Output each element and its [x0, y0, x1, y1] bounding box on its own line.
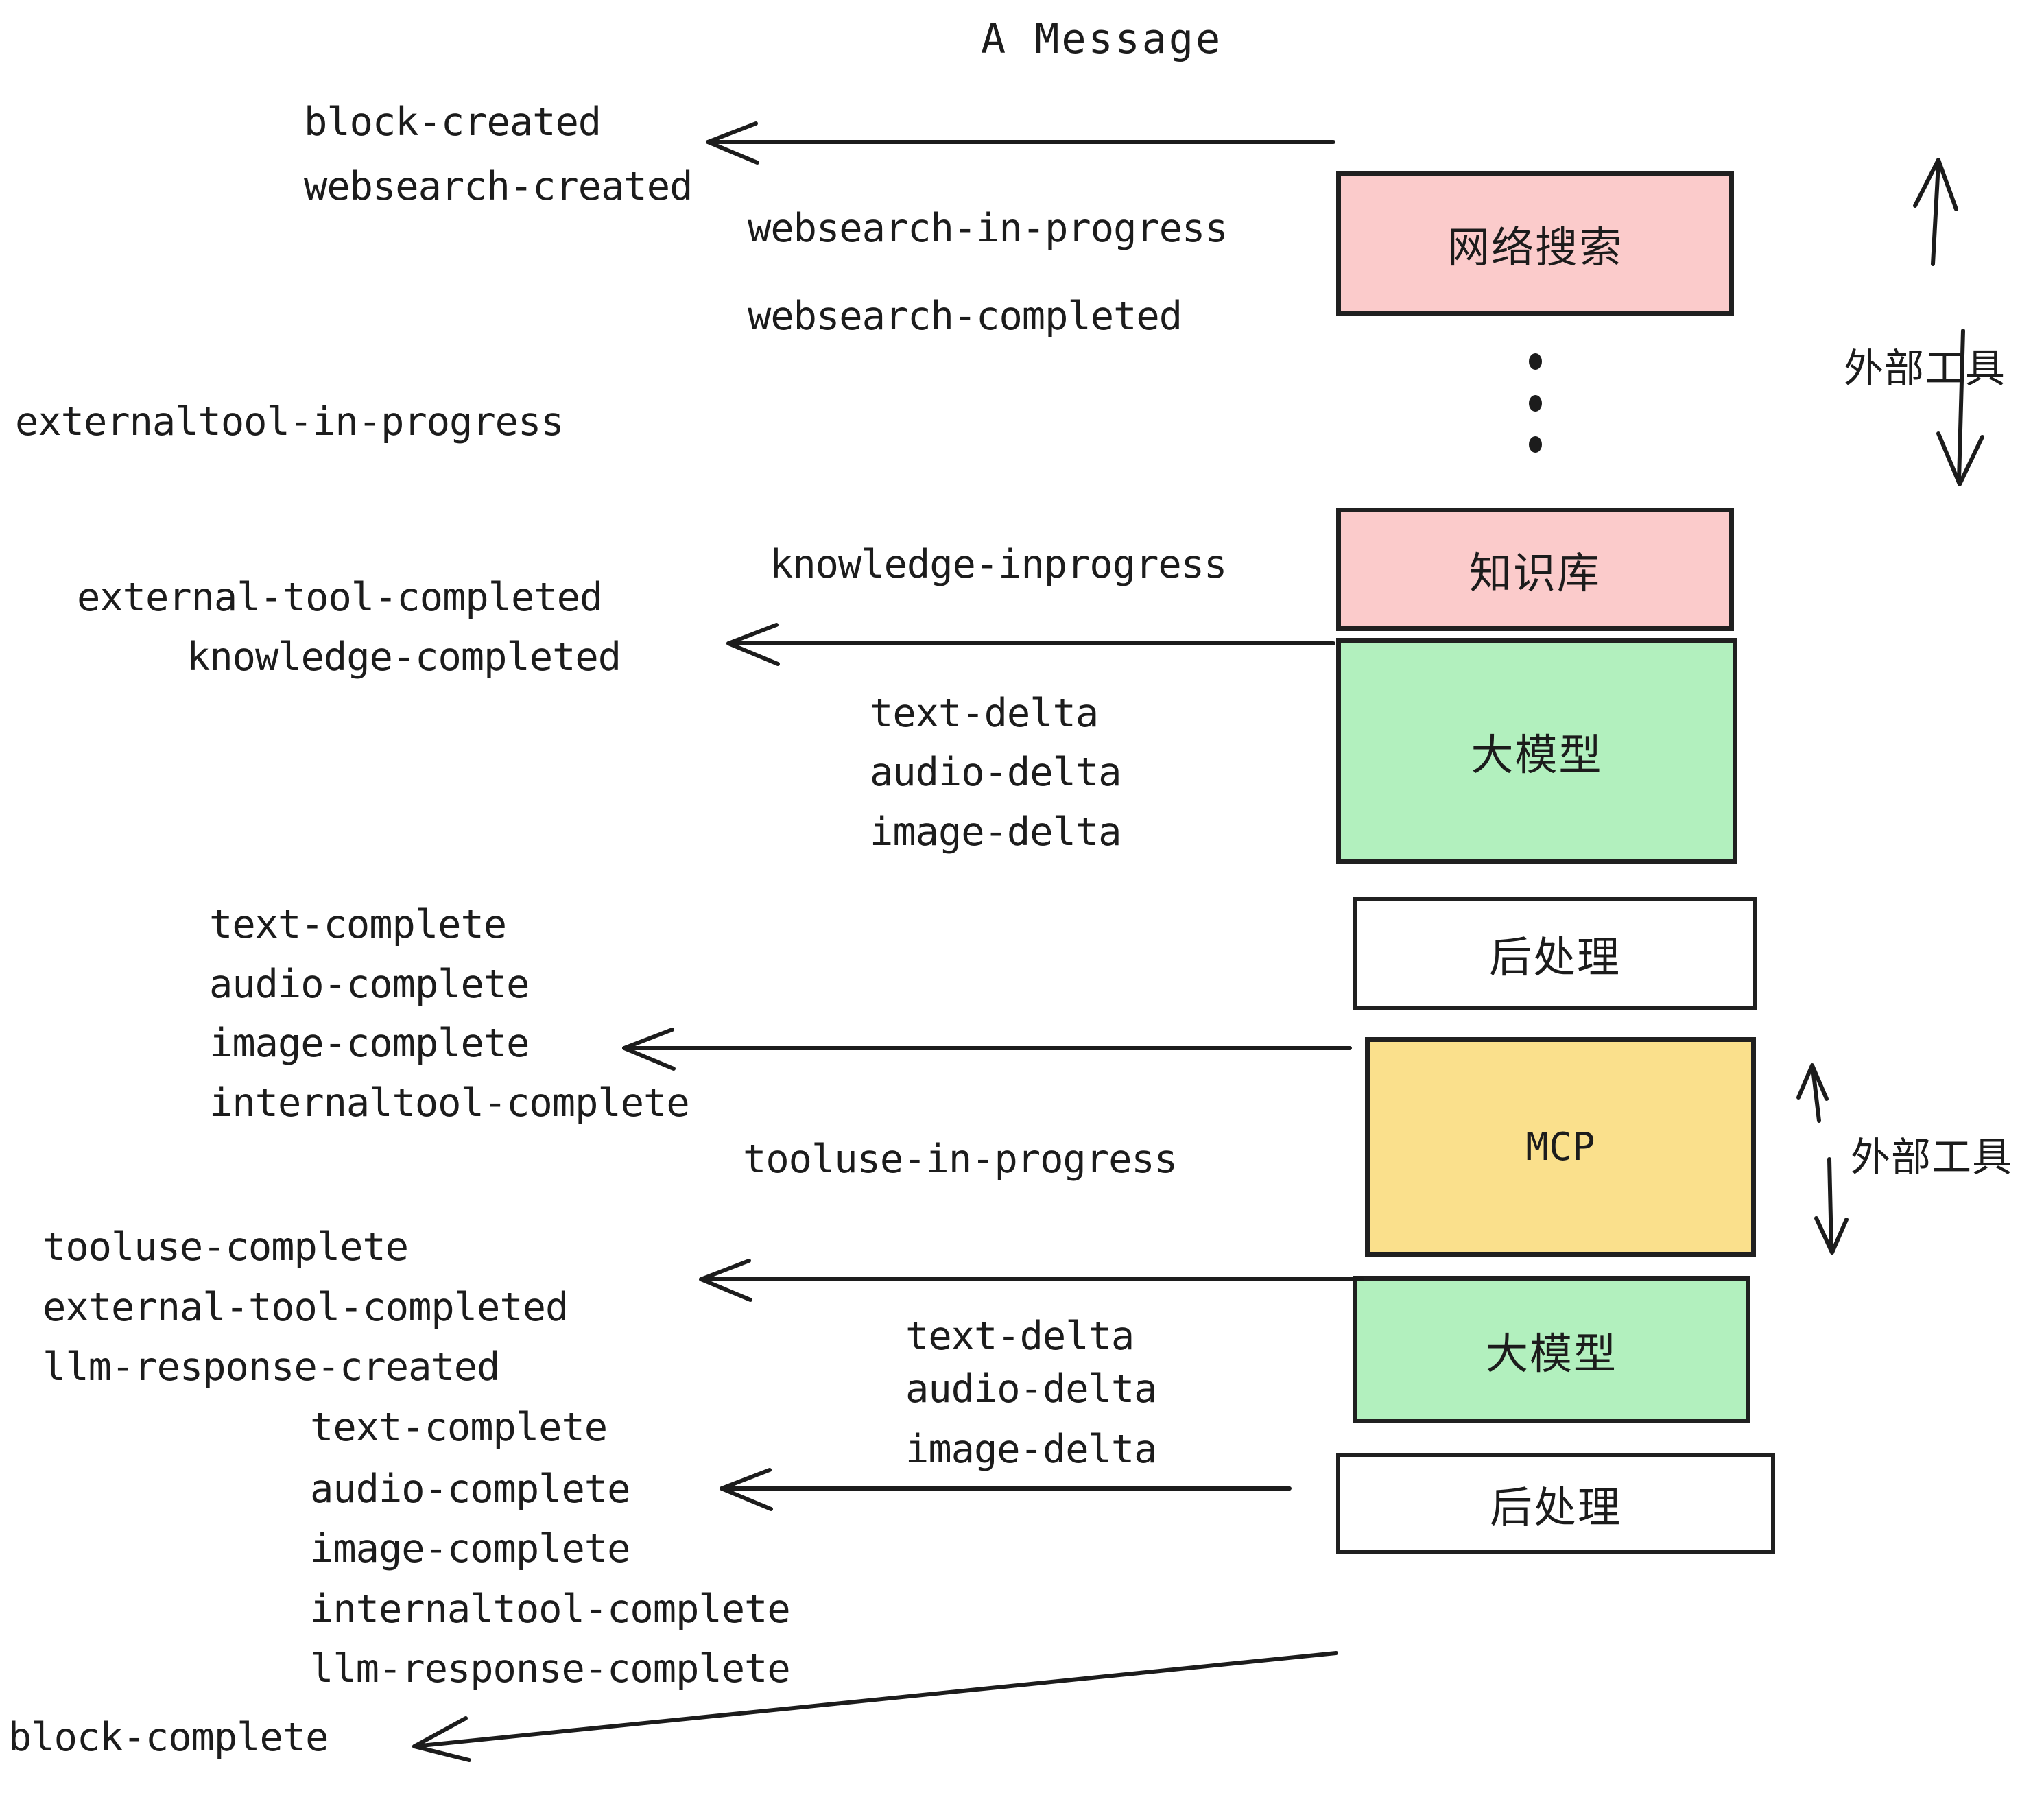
event-label-internaltool-complete-2: internaltool-complete: [310, 1587, 791, 1632]
event-label-text-complete-2: text-complete: [310, 1405, 608, 1450]
event-label-knowledge-completed: knowledge-completed: [187, 634, 621, 680]
vertical-ellipsis-icon: [1528, 353, 1542, 453]
event-label-llm-response-complete: llm-response-complete: [310, 1646, 791, 1692]
event-label-knowledge-inprogress: knowledge-inprogress: [770, 542, 1227, 587]
node-llm-2-label: 大模型: [1485, 1328, 1617, 1379]
event-label-image-complete-2: image-complete: [310, 1526, 630, 1571]
node-websearch-label: 网络搜索: [1447, 222, 1623, 272]
event-label-websearch-completed: websearch-completed: [748, 294, 1183, 339]
event-label-externaltool-in-progress: externaltool-in-progress: [15, 399, 565, 444]
event-label-image-delta-1: image-delta: [870, 809, 1121, 855]
node-llm-2[interactable]: 大模型: [1353, 1276, 1750, 1423]
event-label-audio-delta-2: audio-delta: [905, 1366, 1157, 1412]
event-label-internaltool-complete-1: internaltool-complete: [209, 1080, 690, 1126]
event-label-websearch-created: websearch-created: [304, 164, 693, 209]
event-label-image-delta-2: image-delta: [905, 1427, 1157, 1472]
arrow-external-tool-mcp-down: [1827, 1157, 1833, 1250]
event-label-text-delta-2: text-delta: [905, 1314, 1134, 1359]
event-label-text-complete-1: text-complete: [209, 902, 507, 947]
event-label-llm-response-created: llm-response-created: [43, 1344, 500, 1390]
event-label-audio-delta-1: audio-delta: [870, 750, 1121, 795]
arrow-external-tool-mcp-up: [1811, 1066, 1821, 1123]
node-mcp-label: MCP: [1525, 1124, 1595, 1170]
event-label-block-created: block-created: [304, 99, 602, 145]
group-label-external-tool-top: 外部工具: [1844, 345, 2006, 392]
event-label-tooluse-in-progress: tooluse-in-progress: [743, 1137, 1178, 1182]
node-llm-1-label: 大模型: [1471, 730, 1603, 780]
arrow-external-tool-top-up: [1931, 161, 1940, 266]
node-llm-1[interactable]: 大模型: [1336, 638, 1737, 864]
event-label-audio-complete-2: audio-complete: [310, 1467, 630, 1512]
event-label-websearch-in-progress: websearch-in-progress: [748, 206, 1228, 251]
event-label-block-complete: block-complete: [8, 1715, 329, 1760]
node-postprocess-2-label: 后处理: [1489, 1482, 1621, 1532]
event-label-image-complete-1: image-complete: [209, 1021, 530, 1066]
node-postprocess-2[interactable]: 后处理: [1336, 1453, 1775, 1554]
node-mcp[interactable]: MCP: [1365, 1037, 1756, 1257]
node-websearch[interactable]: 网络搜索: [1336, 171, 1734, 316]
node-postprocess-1-label: 后处理: [1488, 931, 1621, 982]
event-label-text-delta-1: text-delta: [870, 691, 1099, 736]
event-label-audio-complete-1: audio-complete: [209, 962, 530, 1007]
event-label-tooluse-complete: tooluse-complete: [43, 1224, 409, 1270]
event-label-external-tool-completed-2: external-tool-completed: [43, 1285, 569, 1330]
page-title: A Message: [981, 15, 1223, 63]
event-label-external-tool-completed-1: external-tool-completed: [77, 575, 603, 620]
node-knowledge-label: 知识库: [1469, 548, 1601, 598]
node-postprocess-1[interactable]: 后处理: [1353, 897, 1757, 1010]
node-knowledge[interactable]: 知识库: [1336, 508, 1734, 631]
group-label-external-tool-mcp: 外部工具: [1851, 1134, 2013, 1180]
